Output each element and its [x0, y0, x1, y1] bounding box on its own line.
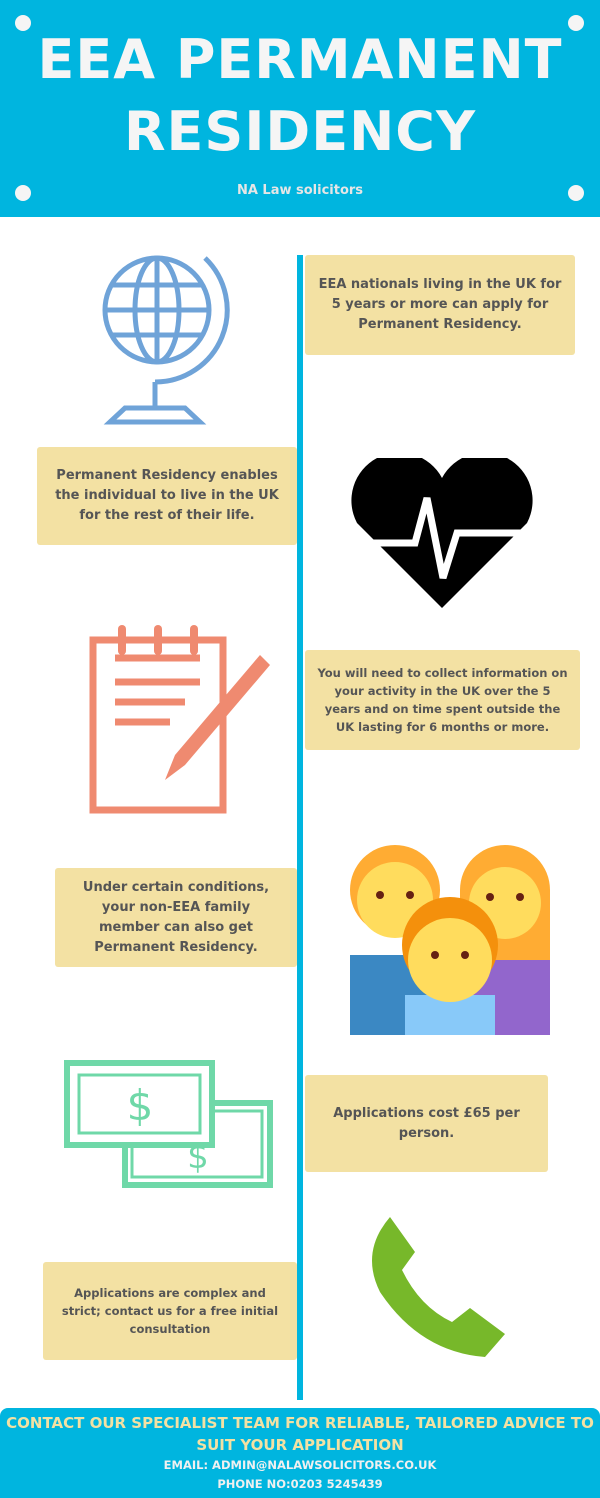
info-box-contact: Applications are complex and strict; con… — [43, 1262, 297, 1360]
phone-icon — [372, 1217, 505, 1357]
footer-phone[interactable]: PHONE NO:0203 5245439 — [217, 1477, 383, 1491]
footer-cta: CONTACT OUR SPECIALIST TEAM FOR RELIABLE… — [6, 1414, 594, 1454]
info-box-family: Under certain conditions, your non-EEA f… — [55, 868, 297, 967]
decorative-dot — [568, 185, 584, 201]
page-title-line2: RESIDENCY — [123, 100, 477, 163]
family-icon — [350, 845, 550, 1035]
info-box-information: You will need to collect information on … — [305, 650, 580, 750]
svg-text:$: $ — [127, 1081, 154, 1130]
heartbeat-icon — [351, 458, 533, 608]
decorative-dot — [15, 15, 31, 31]
subtitle: NA Law solicitors — [236, 183, 364, 198]
decorative-dot — [568, 15, 584, 31]
notepad-pencil-icon — [89, 625, 270, 814]
footer-contact: CONTACT OUR SPECIALIST TEAM FOR RELIABLE… — [0, 1408, 600, 1498]
page-title-line1: EEA PERMANENT — [37, 28, 563, 91]
globe-icon — [102, 255, 230, 425]
footer-email[interactable]: EMAIL: ADMIN@NALAWSOLICITORS.CO.UK — [163, 1458, 437, 1472]
info-box-cost: Applications cost £65 per person. — [305, 1075, 548, 1172]
svg-text:$: $ — [187, 1137, 209, 1177]
timeline-line — [297, 255, 303, 1400]
decorative-dot — [15, 185, 31, 201]
info-box-benefit: Permanent Residency enables the individu… — [37, 447, 297, 545]
header-banner: EEA PERMANENT RESIDENCY NA Law solicitor… — [0, 0, 600, 217]
info-box-eligibility: EEA nationals living in the UK for 5 yea… — [305, 255, 575, 355]
banknotes-icon: $ $ — [64, 1060, 273, 1188]
